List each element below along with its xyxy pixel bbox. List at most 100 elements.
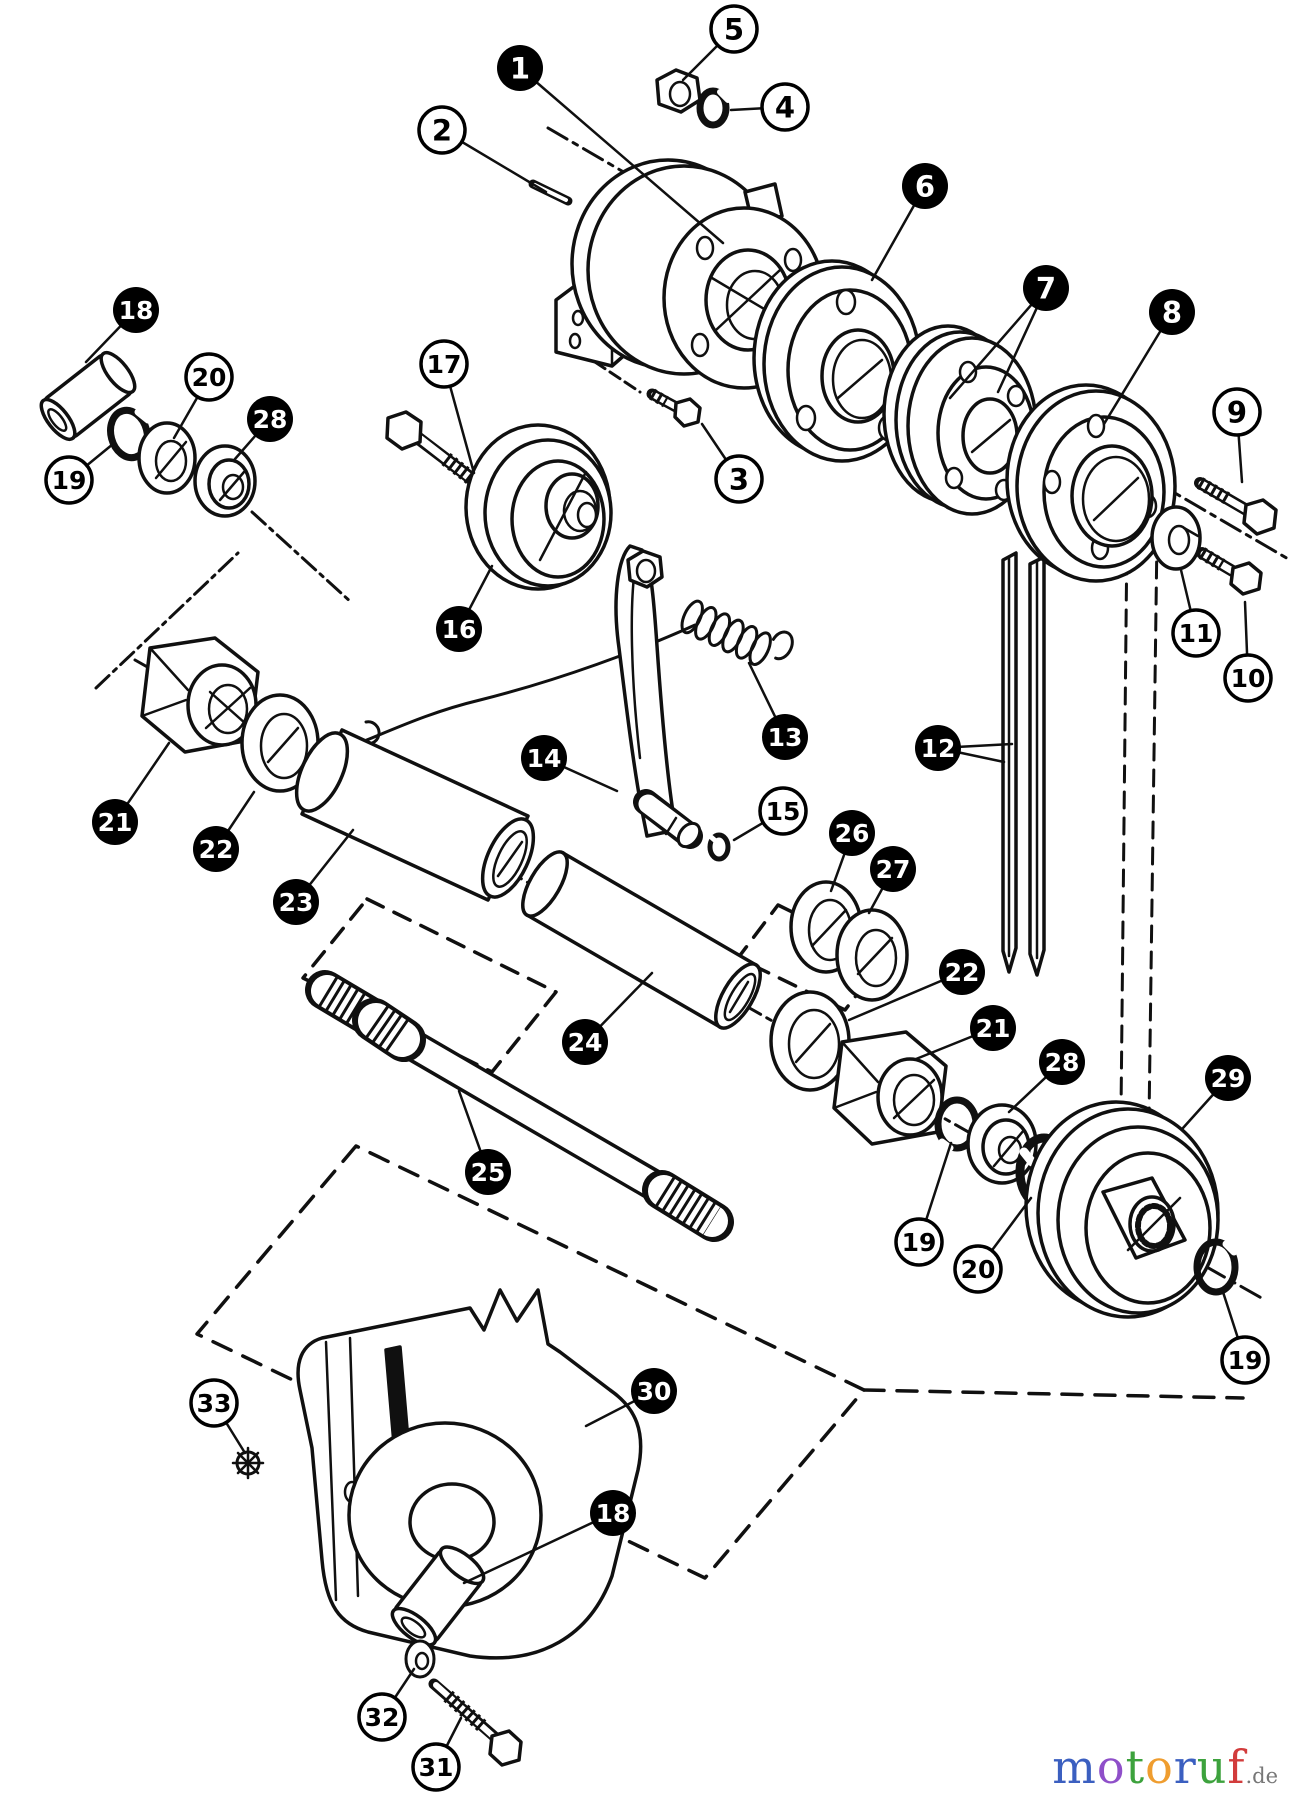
callout-number: 28 [1045,1048,1080,1077]
cap-screw-lower [1196,547,1263,596]
watermark-letter: t [1125,1740,1146,1794]
callout-5: 5 [681,4,759,82]
lock-washer [696,87,731,129]
callout-9: 9 [1212,387,1262,484]
callout-22: 22 [847,949,985,1022]
callout-number: 4 [775,90,795,124]
transmission-pulley [1024,1100,1220,1319]
spacer-bushing-upper [39,350,137,442]
snap-ring-upper [107,406,152,462]
ball-bearing-upper [193,444,257,518]
callout-6: 6 [870,163,948,282]
callout-number: 27 [876,855,911,884]
callout-11: 11 [1171,568,1221,658]
callout-3: 3 [700,422,764,504]
watermark-suffix: .de [1245,1764,1278,1788]
callout-27: 27 [867,846,916,915]
callout-number: 22 [945,958,980,987]
callout-number: 6 [915,169,935,203]
callout-number: 24 [568,1028,603,1057]
callout-number: 33 [197,1389,232,1418]
vee-belts [1001,551,1046,977]
tension-spring [360,599,794,746]
callout-number: 28 [253,405,288,434]
idler-bolt [385,410,483,489]
watermark-letter: u [1196,1740,1228,1794]
callout-14: 14 [521,735,619,793]
callout-number: 9 [1227,395,1247,429]
callout-20: 20 [953,1196,1033,1294]
callout-8: 8 [1102,289,1195,426]
callout-number: 30 [637,1377,672,1406]
cover-bolt [428,1678,523,1767]
jackshaft-nut-right [832,1030,948,1146]
callout-number: 29 [1211,1064,1246,1093]
spacer-bushing-lower [390,1545,486,1647]
watermark-letter: o [1096,1740,1126,1794]
callout-31: 31 [411,1716,463,1792]
callout-number: 14 [527,744,562,773]
callout-number: 22 [199,835,234,864]
mounting-bolt [646,388,702,428]
callout-21: 21 [92,741,171,845]
washer-pair [789,880,909,1002]
callout-19: 19 [1220,1290,1270,1385]
callout-number: 31 [419,1753,454,1782]
cover-washer [404,1639,436,1679]
callout-number: 21 [976,1014,1011,1043]
callout-number: 5 [724,12,744,46]
callout-33: 33 [189,1378,247,1455]
cap-screw-upper [1194,477,1278,536]
callout-number: 2 [432,113,452,147]
hex-nut-small [655,68,702,114]
callout-number: 26 [835,819,870,848]
callout-number: 15 [766,797,801,826]
thrust-washer-upper [137,421,197,495]
push-nut [231,1446,265,1480]
callout-17: 17 [419,339,476,475]
callout-number: 25 [471,1158,506,1187]
callout-22: 22 [193,790,256,872]
callout-number: 23 [279,888,314,917]
belt-cover [296,1288,643,1660]
callout-7: 7 [948,265,1069,400]
callout-number: 20 [961,1255,996,1284]
callout-number: 11 [1179,619,1214,648]
callout-29: 29 [1181,1055,1251,1130]
callout-number: 19 [52,466,87,495]
flat-washer-11 [1150,505,1202,571]
callout-26: 26 [829,810,875,893]
callout-18: 18 [462,1490,636,1585]
callout-10: 10 [1223,600,1273,703]
callout-25: 25 [457,1089,511,1195]
callout-number: 19 [1228,1346,1263,1375]
double-groove-pulley [882,324,1038,516]
callout-number: 18 [596,1499,631,1528]
dashed-outline-cover [195,1144,1245,1580]
callout-number: 32 [365,1703,400,1732]
callout-number: 1 [510,51,530,85]
callout-19: 19 [44,442,115,505]
snap-ring-pulley [1193,1238,1239,1296]
watermark-letter: r [1173,1740,1197,1794]
callout-20: 20 [172,352,234,440]
callout-number: 18 [119,296,154,325]
callout-23: 23 [273,828,355,925]
callout-18: 18 [84,287,159,364]
callout-21: 21 [914,1005,1016,1061]
callout-number: 16 [442,615,477,644]
callout-number: 19 [902,1228,937,1257]
watermark-letter: o [1145,1740,1174,1794]
callout-16: 16 [436,564,494,652]
callout-number: 13 [768,723,803,752]
callout-number: 3 [729,462,749,496]
callout-number: 10 [1231,664,1266,693]
callout-24: 24 [562,971,654,1065]
callout-12: 12 [915,725,1014,771]
callout-28: 28 [1007,1039,1085,1114]
callout-15: 15 [732,786,808,842]
callout-number: 21 [98,808,133,837]
callout-32: 32 [357,1667,416,1742]
